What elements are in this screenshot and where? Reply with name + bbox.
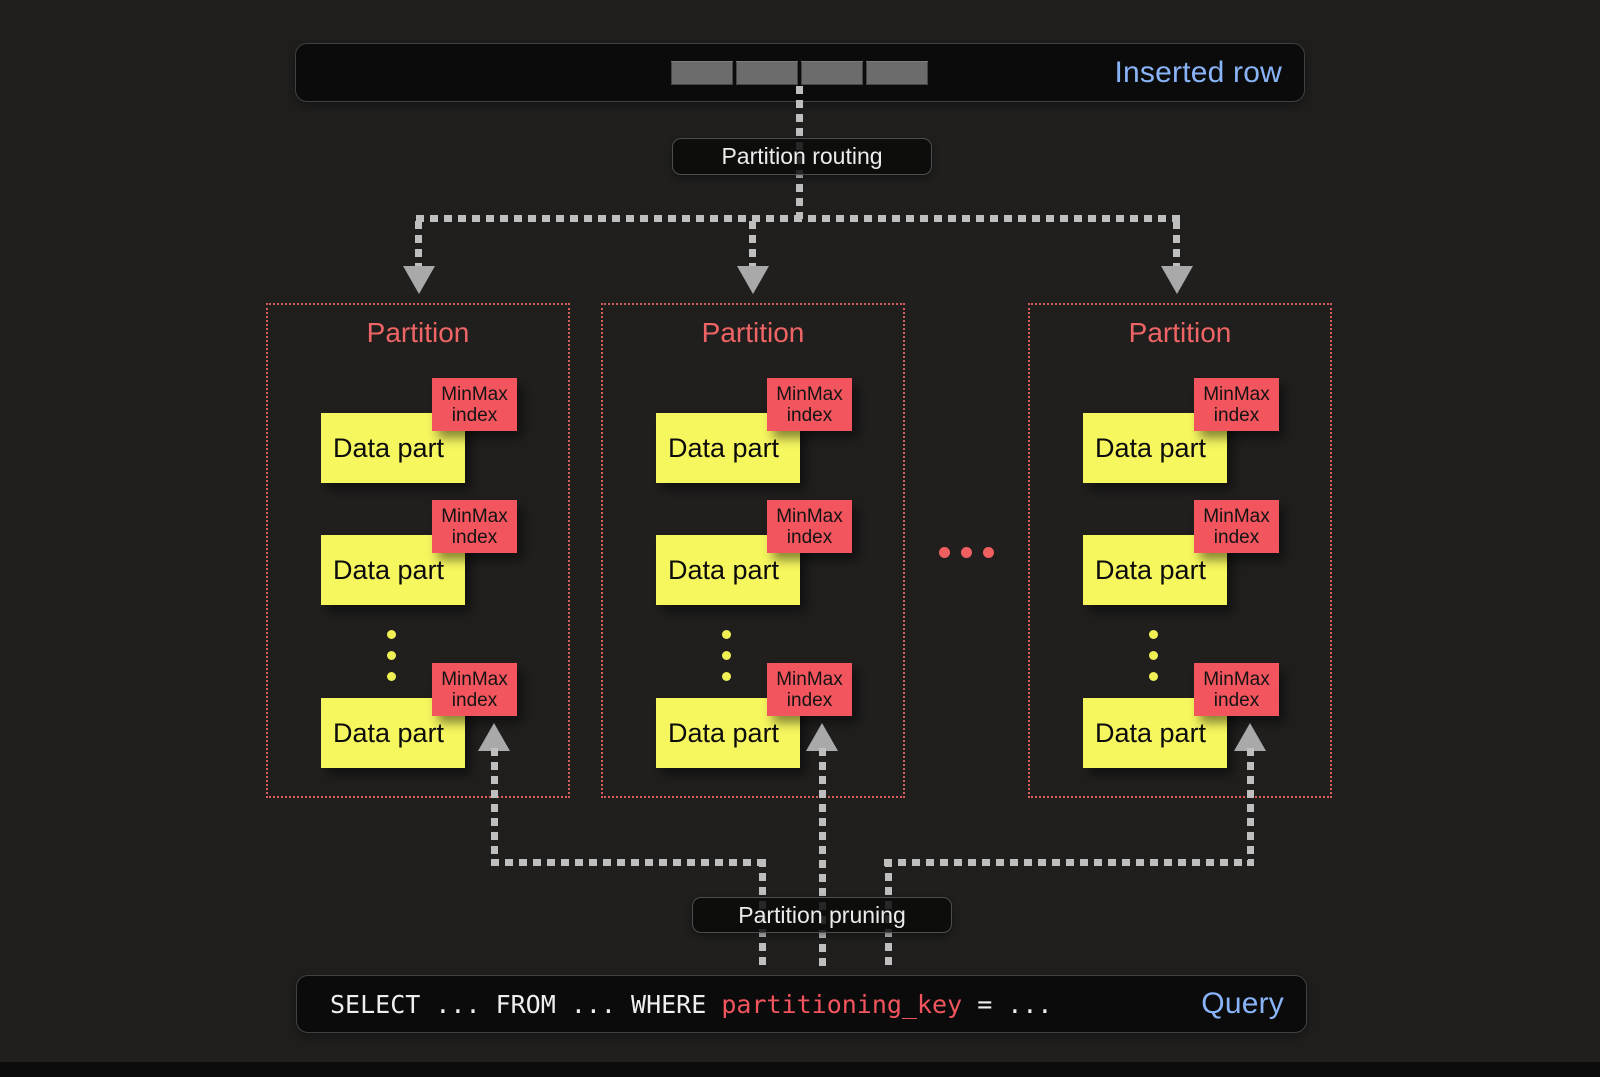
minmax-index-tag: MinMax index — [432, 663, 517, 716]
arrow-up-icon — [478, 723, 510, 751]
minmax-index-tag: MinMax index — [767, 378, 852, 431]
bottom-strip — [0, 1062, 1600, 1077]
routing-drop-right — [1173, 221, 1180, 266]
pruning-line-center — [819, 748, 826, 966]
arrow-down-icon — [403, 266, 435, 294]
minmax-index-tag: MinMax index — [1194, 500, 1279, 553]
query-code: SELECT ... FROM ... WHERE partitioning_k… — [330, 976, 1052, 1032]
partition-routing-pill: Partition routing — [672, 138, 932, 175]
arrow-down-icon — [1161, 266, 1193, 294]
routing-drop-left — [415, 221, 422, 266]
more-partitions-ellipsis-icon — [939, 547, 994, 558]
routing-branch-line — [416, 215, 1184, 222]
pruning-branch-right — [884, 859, 1254, 866]
inserted-row-label: Inserted row — [1114, 55, 1282, 89]
partition-title: Partition — [701, 317, 805, 348]
partition-routing-label: Partition routing — [721, 143, 883, 169]
partition-box: Partition MinMax index Data part MinMax … — [1028, 303, 1332, 798]
minmax-index-tag: MinMax index — [432, 378, 517, 431]
row-segment-cell — [736, 61, 798, 85]
pruning-branch-left — [491, 859, 766, 866]
row-segments — [671, 61, 928, 85]
query-code-text: = ... — [962, 989, 1053, 1019]
pruning-line-left — [491, 748, 498, 866]
minmax-index-tag: MinMax index — [1194, 663, 1279, 716]
arrow-up-icon — [1234, 723, 1266, 751]
routing-drop-center — [749, 221, 756, 266]
query-label: Query — [1201, 987, 1284, 1020]
minmax-index-tag: MinMax index — [767, 500, 852, 553]
more-parts-ellipsis-icon — [387, 630, 396, 681]
query-code-keyword: partitioning_key — [721, 989, 963, 1019]
data-part: Data part — [321, 535, 465, 605]
partition-box: Partition MinMax index Data part MinMax … — [601, 303, 905, 798]
data-part: Data part — [1083, 413, 1227, 483]
partition-pruning-label: Partition pruning — [738, 901, 906, 928]
row-segment-cell — [671, 61, 733, 85]
row-segment-cell — [801, 61, 863, 85]
partition-box: Partition MinMax index Data part MinMax … — [266, 303, 570, 798]
more-parts-ellipsis-icon — [722, 630, 731, 681]
minmax-index-tag: MinMax index — [1194, 378, 1279, 431]
minmax-index-tag: MinMax index — [767, 663, 852, 716]
row-segment-cell — [866, 61, 928, 85]
arrow-up-icon — [806, 723, 838, 751]
more-parts-ellipsis-icon — [1149, 630, 1158, 681]
arrow-down-icon — [737, 266, 769, 294]
partition-title: Partition — [1128, 317, 1232, 348]
partition-pruning-pill: Partition pruning — [692, 897, 952, 933]
partition-title: Partition — [366, 317, 470, 348]
minmax-index-tag: MinMax index — [432, 500, 517, 553]
query-bar: SELECT ... FROM ... WHERE partitioning_k… — [296, 975, 1307, 1033]
pruning-line-right — [1247, 748, 1254, 866]
query-code-text: SELECT ... FROM ... WHERE — [330, 989, 722, 1019]
